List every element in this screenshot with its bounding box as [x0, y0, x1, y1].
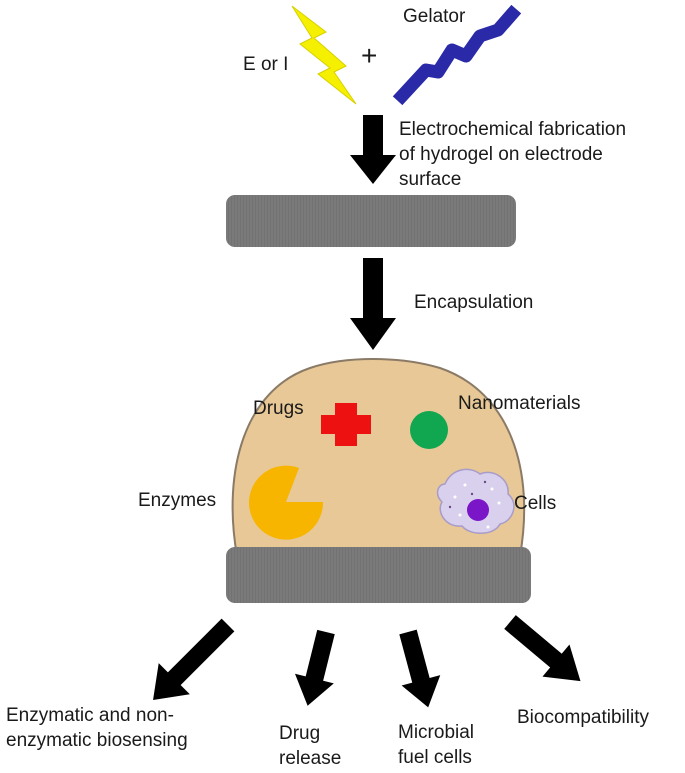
biosensing-label-line-2: enzymatic biosensing [6, 730, 188, 751]
encapsulation-arrow [350, 258, 396, 350]
fabrication-arrow [350, 115, 396, 184]
cell-icon [436, 468, 515, 534]
arrow-fuel-cells [399, 629, 441, 708]
encapsulation-label: Encapsulation [414, 292, 534, 313]
arrow-biocompatibility [504, 615, 581, 682]
energy-label: E or I [243, 54, 289, 75]
biocompatibility-label: Biocompatibility [517, 707, 649, 728]
fabrication-label-line-2: of hydrogel on electrode [399, 144, 603, 165]
lightning-bolt-icon [291, 5, 357, 105]
nanomaterials-label: Nanomaterials [458, 393, 581, 414]
arrow-drug-release [294, 629, 335, 706]
enzymes-label: Enzymes [138, 490, 217, 511]
cells-label: Cells [514, 493, 557, 514]
drug-cross-icon [321, 403, 371, 446]
fabrication-label-line-3: surface [399, 169, 462, 190]
biosensing-label-line-1: Enzymatic and non- [6, 705, 174, 726]
electrode-bottom [226, 547, 531, 603]
drug-release-label-line-2: release [279, 748, 342, 769]
arrow-biosensing [153, 618, 235, 700]
electrode-top [226, 195, 516, 247]
plus-sign: + [361, 40, 378, 71]
fabrication-label-line-1: Electrochemical fabrication [399, 119, 627, 140]
fuel-cells-label-line-2: fuel cells [398, 747, 472, 768]
gelator-label: Gelator [403, 6, 466, 27]
nanomaterial-icon [410, 411, 448, 449]
fuel-cells-label-line-1: Microbial [398, 722, 475, 743]
drugs-label: Drugs [253, 398, 304, 419]
enzyme-icon [249, 465, 324, 540]
gelator-polymer-icon [392, 4, 522, 106]
drug-release-label-line-1: Drug [279, 723, 321, 744]
